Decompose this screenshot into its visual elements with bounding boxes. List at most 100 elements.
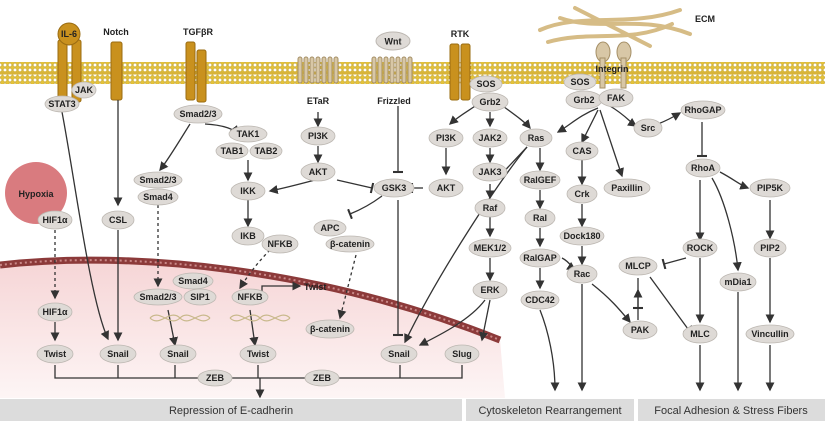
node-label: Snail	[107, 349, 129, 359]
node-ralgef: RalGEF	[519, 170, 561, 190]
frizzled-receptor	[371, 56, 413, 84]
node-jak3: JAK3	[472, 162, 508, 182]
node-shape	[373, 178, 415, 198]
node-shape	[44, 95, 80, 113]
tgfbr-label: TGFβR	[183, 27, 213, 37]
node-shape	[566, 184, 598, 204]
node-stat3: STAT3	[44, 95, 80, 113]
node-shape	[472, 128, 508, 148]
node-shape	[428, 128, 464, 148]
node-label: ROCK	[687, 243, 714, 253]
pathway-edges	[50, 100, 775, 399]
rtk-label: RTK	[451, 29, 470, 39]
node-shape	[745, 324, 795, 344]
node-rhoa: RhoA	[685, 158, 721, 178]
node-sos-b: SOS	[563, 73, 597, 91]
node-shape	[682, 238, 718, 258]
node-shape	[172, 272, 214, 290]
node-label: PI3K	[436, 133, 457, 143]
node-shape	[633, 118, 663, 138]
node-crk: Crk	[566, 184, 598, 204]
node-paxillin: Paxillin	[603, 178, 651, 198]
node-label: CSL	[109, 215, 128, 225]
node-shape	[99, 344, 137, 364]
dna-helices	[149, 314, 291, 322]
node-label: Smad2/3	[179, 109, 216, 119]
node-label: SOS	[570, 77, 589, 87]
node-shape	[304, 369, 340, 387]
node-slug: Slug	[444, 344, 480, 364]
node-shape	[565, 141, 599, 161]
node-shape	[239, 344, 277, 364]
node-bcatenin-b: β-catenin	[305, 319, 355, 339]
node-label: Slug	[452, 349, 472, 359]
node-label: Src	[641, 123, 656, 133]
node-ras: Ras	[519, 128, 553, 148]
node-twist-a: Twist	[36, 344, 74, 364]
nuclear-envelope-pores	[0, 259, 501, 341]
node-label: Snail	[388, 349, 410, 359]
node-shape	[598, 88, 634, 108]
node-shape	[133, 288, 183, 306]
node-label: APC	[320, 223, 340, 233]
node-shape	[563, 73, 597, 91]
node-shape	[380, 344, 418, 364]
node-label: β-catenin	[310, 324, 350, 334]
node-shape	[249, 142, 283, 160]
node-label: RalGAP	[523, 253, 557, 263]
node-shape	[753, 238, 787, 258]
node-label: Raf	[483, 203, 499, 213]
node-bcatenin-a: β-catenin	[325, 235, 375, 253]
node-shape	[519, 128, 553, 148]
node-shape	[719, 272, 757, 292]
node-label: HIF1α	[42, 307, 68, 317]
node-label: mDia1	[724, 277, 751, 287]
hypoxia-signal: Hypoxia	[5, 162, 67, 224]
notch-label: Notch	[103, 27, 129, 37]
node-label: Rac	[574, 269, 591, 279]
node-label: Dock180	[563, 231, 600, 241]
node-label: RalGEF	[524, 175, 557, 185]
node-pip2: PIP2	[753, 238, 787, 258]
node-shape	[261, 234, 299, 254]
tgfbr-receptor: TGFβR	[183, 27, 213, 103]
node-shape	[133, 171, 183, 189]
node-label: ERK	[480, 285, 500, 295]
node-snail-b: Snail	[159, 344, 197, 364]
node-shape	[325, 235, 375, 253]
node-sos-a: SOS	[469, 75, 503, 93]
node-raf: Raf	[474, 198, 506, 218]
node-shape	[228, 125, 268, 143]
node-shape	[231, 288, 269, 306]
node-label: Ral	[533, 213, 547, 223]
node-label: RhoGAP	[685, 105, 722, 115]
node-grb2-b: Grb2	[565, 90, 603, 110]
node-smad4-a: Smad4	[137, 188, 179, 206]
node-tab1: TAB1	[215, 142, 249, 160]
node-ikk: IKK	[230, 181, 266, 201]
notch-receptor: Notch	[103, 27, 129, 101]
node-zeb-b: ZEB	[304, 369, 340, 387]
node-shape	[682, 324, 718, 344]
hypoxia-label: Hypoxia	[18, 189, 54, 199]
node-shape	[101, 210, 135, 230]
node-label: Ras	[528, 133, 545, 143]
node-label: Smad4	[143, 192, 173, 202]
node-label: Twist	[247, 349, 269, 359]
node-shape	[71, 81, 97, 99]
node-mlc: MLC	[682, 324, 718, 344]
twist-gene-label: Twist	[304, 282, 326, 292]
node-nfkb-a: NFKB	[261, 234, 299, 254]
node-ral: Ral	[524, 208, 556, 228]
node-nfkb-b: NFKB	[231, 288, 269, 306]
node-sip1: SIP1	[183, 288, 217, 306]
node-shape	[519, 248, 561, 268]
node-rac: Rac	[566, 264, 598, 284]
node-shape	[474, 198, 506, 218]
node-shape	[300, 162, 336, 182]
node-shape	[622, 320, 658, 340]
node-label: Grb2	[479, 97, 500, 107]
node-label: MLCP	[625, 261, 651, 271]
node-label: IKK	[240, 186, 256, 196]
node-label: β-catenin	[330, 239, 370, 249]
